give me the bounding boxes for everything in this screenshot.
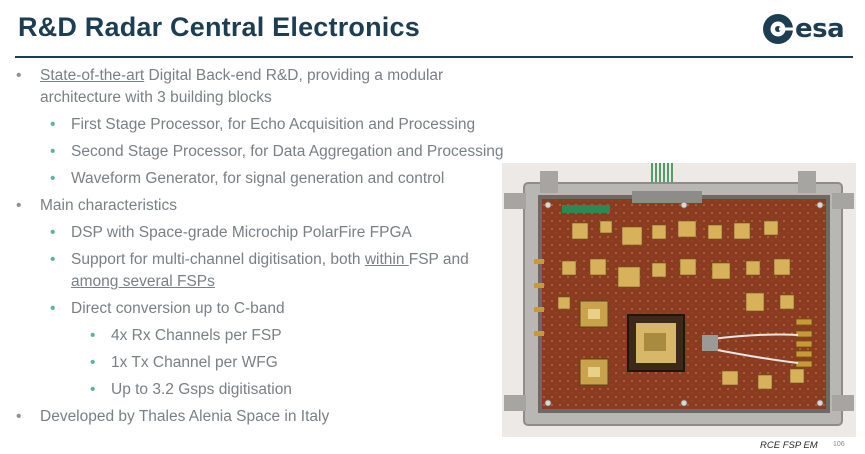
bullet-second-stage: •Second Stage Processor, for Data Aggreg… (50, 143, 504, 160)
bullet-architecture-line2: architecture with 3 building blocks (40, 89, 272, 106)
bullet-multichannel-line2: among several FSPs (71, 271, 215, 293)
bullet-multichannel: •Support for multi-channel digitisation,… (50, 251, 469, 268)
photo-caption: RCE FSP EM (760, 440, 818, 451)
bullet-rx-channels: •4x Rx Channels per FSP (90, 327, 282, 344)
bullet-tx-channel: •1x Tx Channel per WFG (90, 354, 278, 371)
slide-title: R&D Radar Central Electronics (18, 12, 420, 42)
rce-fsp-photo (502, 163, 856, 437)
among-fsps-link[interactable]: among several FSPs (71, 273, 215, 290)
bullet-direct-conversion: •Direct conversion up to C-band (50, 300, 285, 317)
bullet-main-characteristics: •Main characteristics (16, 197, 177, 214)
bullet-architecture-text: Digital Back-end R&D, providing a modula… (144, 67, 444, 84)
esa-logo: esa (762, 13, 845, 45)
bullet-digitisation: •Up to 3.2 Gsps digitisation (90, 381, 292, 398)
pcb-board-image (502, 163, 856, 437)
esa-logo-text: esa (795, 14, 845, 44)
bullet-waveform: •Waveform Generator, for signal generati… (50, 170, 445, 187)
bullet-architecture: •State-of-the-art Digital Back-end R&D, … (16, 67, 444, 84)
esa-logo-icon (763, 14, 793, 44)
bullet-dsp: •DSP with Space-grade Microchip PolarFir… (50, 224, 412, 241)
state-of-the-art-link[interactable]: State-of-the-art (40, 67, 145, 84)
title-divider (15, 56, 853, 58)
bullet-developer: •Developed by Thales Alenia Space in Ita… (16, 408, 330, 425)
page-number: 106 (833, 441, 845, 448)
bullet-first-stage: •First Stage Processor, for Echo Acquisi… (50, 116, 476, 133)
within-link[interactable]: within (364, 251, 409, 268)
